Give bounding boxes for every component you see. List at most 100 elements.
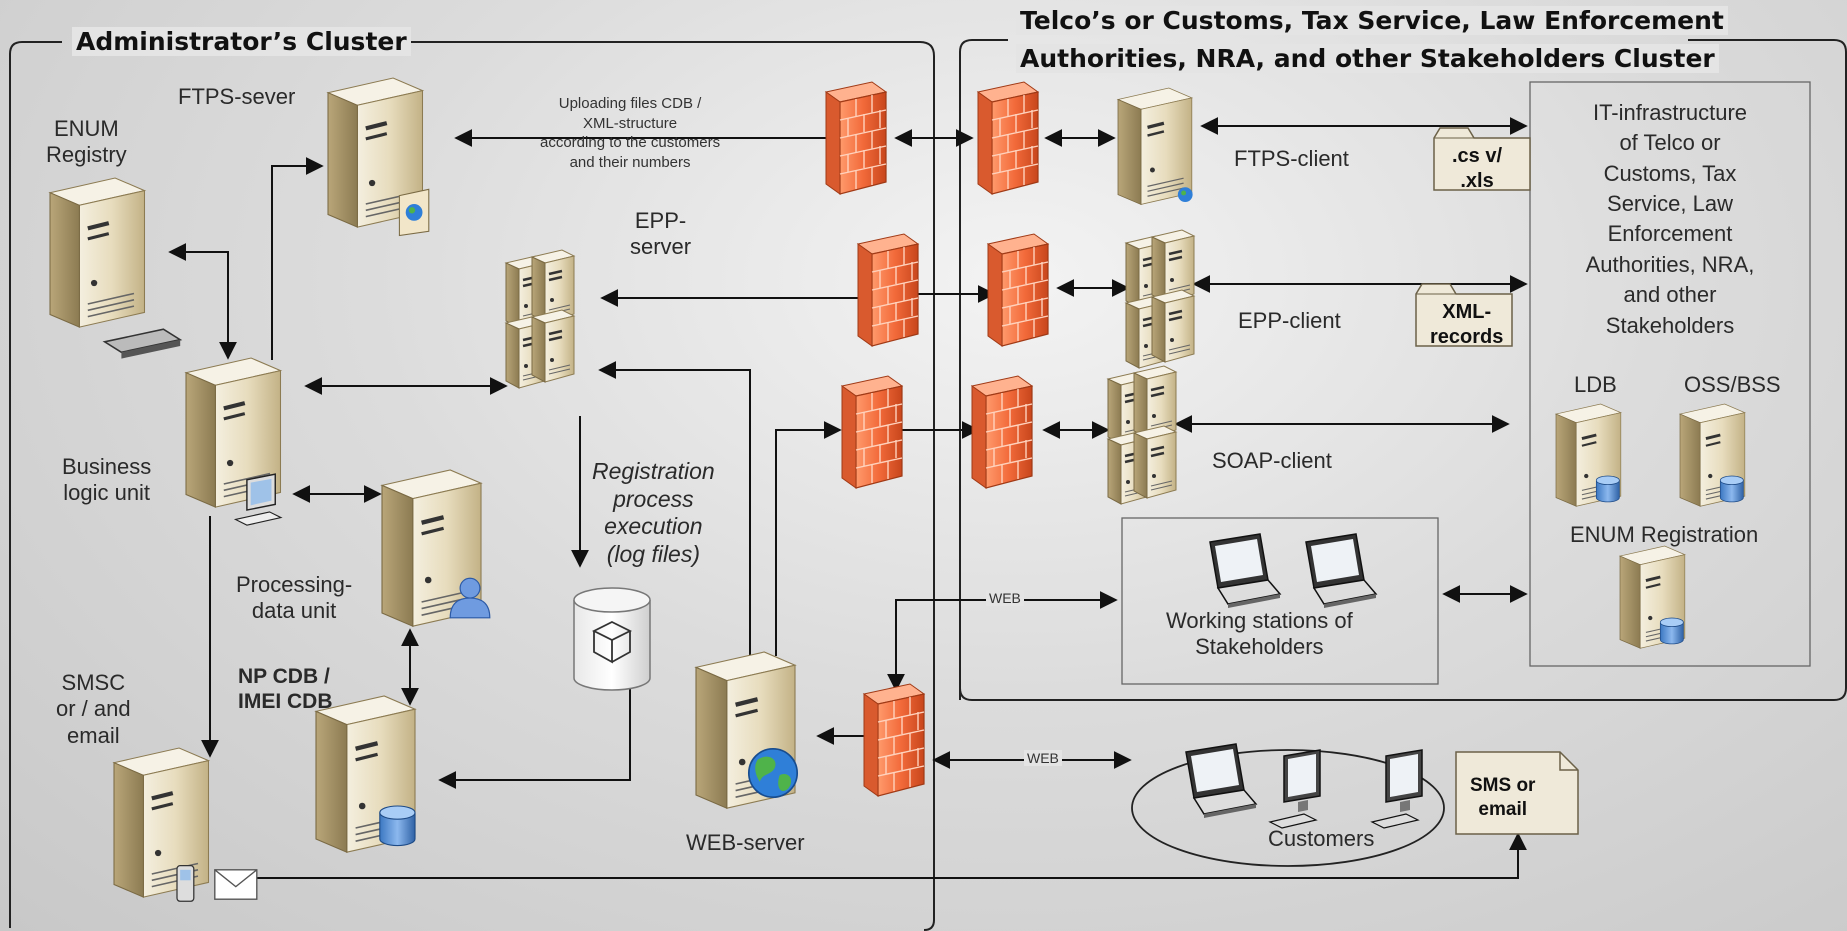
epp-server-label-line2: server: [630, 234, 692, 260]
working-station-laptop-1: [1209, 533, 1281, 609]
working-stations-box: [1121, 517, 1439, 685]
firewall-soap-admin: [841, 375, 903, 489]
working-stations-label-line1: Working stations of: [1166, 608, 1353, 633]
customer-desktop-1: [1269, 749, 1321, 829]
ftps-client-label: FTPS-client: [1234, 146, 1349, 171]
firewall-epp-stakeholder: [987, 233, 1049, 347]
it-infrastructure-line-7: and other: [1623, 282, 1717, 308]
np-cdb-label-line1: NP CDB /: [238, 665, 330, 688]
link-business-ftps: [271, 157, 324, 360]
link-web-fw5: [775, 421, 842, 656]
web-label-customers: WEB: [1024, 750, 1062, 766]
oss-bss-label: OSS/BSS: [1684, 372, 1781, 397]
firewall-ftps-admin: [825, 81, 887, 195]
log-files-cylinder: [573, 587, 651, 691]
upload-note-line1: Uploading files CDB /: [558, 95, 702, 112]
business-logic-label: Business logic unit: [62, 454, 151, 507]
enum-registry-server: [50, 178, 183, 359]
working-station-laptop-2: [1305, 533, 1377, 609]
upload-note-line2: XML-structure: [582, 114, 678, 132]
web-server-label: WEB-server: [686, 830, 805, 855]
enum-registry-label-line1: ENUM: [53, 116, 119, 141]
upload-note-line3: according to the customers: [540, 134, 721, 151]
xml-records-label: XML- records: [1430, 300, 1503, 350]
upload-note: Uploading files CDB / XML-structure acco…: [540, 94, 720, 172]
np-cdb-server: [316, 696, 415, 852]
smsc-server: [114, 748, 258, 902]
it-infrastructure-line-2: of Telco or: [1619, 130, 1721, 156]
csv-xls-label-line1: .cs v/: [1452, 145, 1503, 167]
smsc-label-line3: email: [67, 722, 120, 748]
business-logic-label-line2: logic unit: [63, 480, 151, 506]
enum-registry-label-line2: Registry: [46, 142, 127, 168]
web-label-working: WEB: [986, 590, 1024, 606]
stakeholders-cluster-title-line1: Telco’s or Customs, Tax Service, Law Enf…: [1016, 6, 1728, 35]
stakeholders-cluster-frame: [959, 39, 1847, 701]
ftps-server-label: FTPS-sever: [178, 84, 296, 109]
customers-ellipse: [1131, 749, 1445, 867]
admin-cluster-title: Administrator’s Cluster: [72, 27, 411, 56]
ftps-client-server: [1116, 86, 1194, 207]
np-cdb-label-line2: IMEI CDB: [238, 690, 333, 714]
enum-registration-server: [1618, 544, 1687, 650]
it-infrastructure-label: IT-infrastructure of Telco or Customs, T…: [1534, 98, 1806, 341]
customer-laptop: [1185, 743, 1257, 819]
firewall-ftps-stakeholder: [977, 81, 1039, 195]
link-log-npcdb: [438, 688, 631, 789]
business-logic-server: [186, 358, 283, 526]
oss-bss-server: [1678, 402, 1747, 508]
it-infrastructure-box: [1529, 81, 1811, 667]
sms-email-label: SMS or email: [1470, 774, 1535, 822]
epp-client-label: EPP-client: [1238, 308, 1341, 333]
business-logic-label-line1: Business: [62, 454, 152, 479]
firewall-soap-stakeholder: [971, 375, 1033, 489]
enum-registry-label: ENUM Registry: [46, 116, 127, 169]
ldb-label: LDB: [1574, 372, 1617, 397]
smsc-label-line1: SMSC: [61, 670, 126, 695]
np-cdb-label: NP CDB / IMEI CDB: [238, 664, 333, 714]
csv-xls-label: .cs v/ .xls: [1452, 144, 1502, 194]
sms-email-label-line1: SMS or: [1470, 775, 1536, 796]
epp-client-cluster: [1126, 230, 1194, 368]
sms-email-document: [1455, 751, 1579, 835]
epp-server-label-line1: EPP-: [634, 208, 687, 233]
processing-data-server: [382, 470, 491, 626]
firewall-epp-admin: [857, 233, 919, 347]
ldb-server: [1554, 402, 1623, 508]
csv-xls-label-line2: .xls: [1460, 170, 1494, 192]
registration-process-label-line2: process: [613, 485, 694, 512]
working-stations-label: Working stations of Stakeholders: [1166, 608, 1353, 661]
link-smsc-sms: [248, 832, 1527, 879]
it-infrastructure-line-6: Authorities, NRA,: [1585, 251, 1755, 277]
enum-registration-label: ENUM Registration: [1570, 522, 1759, 547]
customers-label: Customers: [1268, 826, 1375, 851]
xml-records-label-line1: XML-: [1442, 301, 1492, 323]
epp-server-label: EPP- server: [630, 208, 691, 261]
soap-client-label: SOAP-client: [1212, 448, 1332, 473]
processing-unit-label: Processing- data unit: [236, 572, 352, 625]
admin-cluster-frame: [9, 41, 935, 931]
soap-client-cluster: [1108, 366, 1176, 504]
link-enum-business: [168, 243, 237, 360]
smsc-label: SMSC or / and email: [56, 670, 131, 749]
registration-process-label-line1: Registration: [592, 458, 715, 484]
it-infrastructure-line-4: Service, Law: [1607, 191, 1733, 217]
it-infrastructure-line-8: Stakeholders: [1605, 312, 1735, 338]
registration-process-label-line4: (log files): [606, 540, 701, 567]
firewall-web: [863, 683, 925, 797]
web-server: [696, 652, 799, 808]
stakeholders-cluster-title-line2: Authorities, NRA, and other Stakeholders…: [1016, 44, 1719, 73]
processing-unit-label-line2: data unit: [251, 598, 337, 624]
xml-records-label-line2: records: [1430, 326, 1504, 348]
registration-process-label-line3: execution: [604, 513, 703, 540]
ftps-server: [328, 78, 430, 237]
link-web-epp: [598, 361, 751, 656]
smsc-label-line2: or / and: [56, 696, 131, 722]
processing-unit-label-line1: Processing-: [236, 572, 353, 597]
link-fw7-working: [887, 591, 1118, 692]
epp-server-cluster: [506, 250, 574, 388]
it-infrastructure-line-3: Customs, Tax: [1603, 160, 1737, 186]
registration-process-label: Registration process execution (log file…: [592, 458, 715, 568]
working-stations-label-line2: Stakeholders: [1195, 634, 1324, 660]
